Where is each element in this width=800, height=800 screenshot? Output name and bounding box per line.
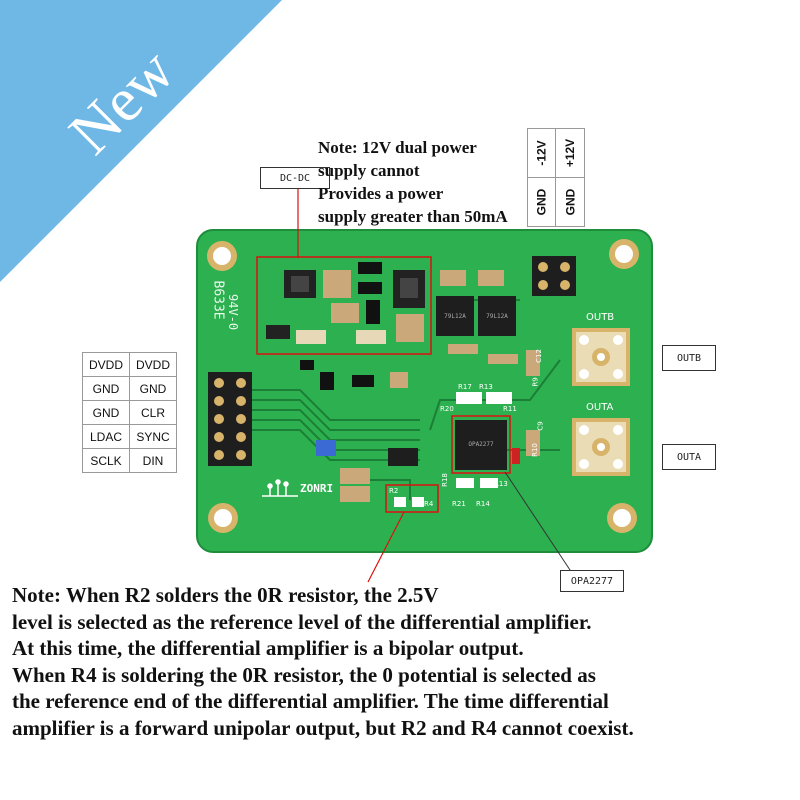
dac-chip (316, 440, 418, 466)
svg-text:79L12A: 79L12A (486, 313, 508, 320)
mounting-hole (609, 239, 639, 269)
reference-level-note: Note: When R2 solders the 0R resistor, t… (12, 583, 634, 740)
dcdc-highlight-box (256, 256, 432, 355)
pin-label: LDAC (82, 424, 130, 449)
svg-text:79L12A: 79L12A (444, 313, 466, 320)
voltage-regulator-chips: 79L12A 79L12A (436, 270, 518, 364)
mounting-hole (607, 503, 637, 533)
pin-label: DIN (129, 448, 177, 473)
silk-r20: R20 (440, 405, 454, 413)
passive-components (300, 350, 540, 507)
silk-outa: OUTA (586, 402, 614, 413)
silk-r14: R14 (476, 500, 490, 508)
opamp-highlight-box (451, 415, 511, 474)
silk-r11: R11 (503, 405, 517, 413)
silk-r13: R13 (479, 383, 493, 391)
pin-label: DVDD (82, 352, 130, 377)
pin-label: GND (129, 376, 177, 401)
pin-label: GND (534, 188, 549, 216)
mounting-hole (208, 503, 238, 533)
silk-r13b: R13 (494, 480, 508, 488)
pin-label: GND (82, 376, 130, 401)
silk-r2: R2 (389, 487, 399, 495)
opa-tag: OPA2277 (560, 570, 624, 592)
pin-label: CLR (129, 400, 177, 425)
pin-label: SCLK (82, 448, 130, 473)
outa-tag: OUTA (662, 444, 716, 470)
opamp-chip: OPA2277 (455, 420, 507, 470)
power-header-table: -12V +12V GND GND (527, 128, 586, 227)
power-header-connector (532, 256, 576, 296)
mounting-hole (207, 241, 237, 271)
brand-logo (262, 479, 298, 497)
r2-r4-highlight-box (385, 484, 439, 513)
outb-tag: OUTB (662, 345, 716, 371)
outa-pads (572, 418, 630, 476)
pin-label: SYNC (129, 424, 177, 449)
outb-pads (572, 328, 630, 386)
dcdc-tag: DC-DC (260, 167, 330, 189)
dcdc-components (266, 262, 425, 344)
ribbon-shape (0, 0, 282, 282)
silk-outb: OUTB (586, 312, 615, 323)
pin-label: -12V (534, 140, 549, 166)
pin-label: DVDD (129, 352, 177, 377)
pin-label: +12V (562, 138, 577, 168)
board-body (197, 230, 652, 552)
pin-label: GND (562, 188, 577, 216)
pcb-traces (250, 299, 561, 500)
silk-brand: ZONRI (300, 482, 334, 495)
silk-r4: R4 (424, 500, 434, 508)
silk-r21: R21 (452, 500, 466, 508)
silk-r17: R17 (458, 383, 472, 391)
svg-text:OPA2277: OPA2277 (468, 441, 494, 448)
power-note: Note: 12V dual power supply cannot Provi… (318, 138, 508, 226)
pin-header-connector (208, 372, 252, 466)
pin-label: GND (82, 400, 130, 425)
